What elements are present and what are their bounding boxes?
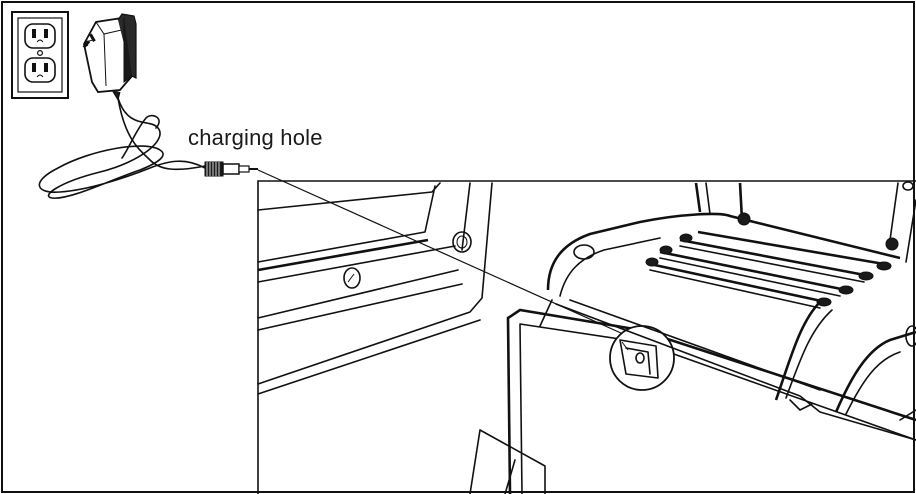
- seat-body: [546, 212, 916, 441]
- inset-border: [257, 180, 916, 494]
- charging-plug-icon: [204, 161, 258, 177]
- charging-hole-label: charging hole: [188, 125, 323, 150]
- left-panel: [257, 182, 493, 395]
- back-rest: [694, 181, 916, 263]
- side-cushion: [774, 301, 916, 421]
- wall-outlet-icon: [11, 11, 69, 99]
- power-cable: [38, 97, 206, 199]
- base-panel: [469, 299, 916, 494]
- power-adapter-icon: [82, 13, 137, 102]
- leader-line: [257, 169, 633, 339]
